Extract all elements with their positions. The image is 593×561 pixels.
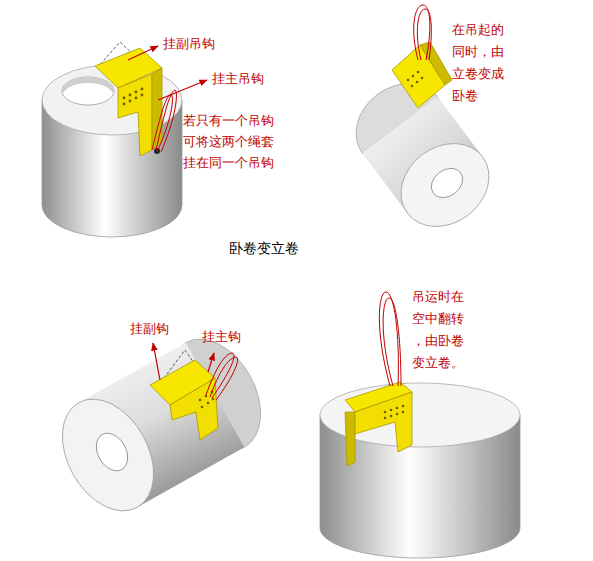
- callout-label: 挂副吊钩: [163, 33, 215, 55]
- note-text: 吊运时在 空中翻转 ，由卧卷 变立卷。: [412, 286, 469, 374]
- lifting-clamp: [392, 5, 452, 108]
- note-text: 若只有一个吊钩 可将这两个绳套 挂在同一个吊钩: [183, 110, 279, 173]
- lifting-clamp: [150, 343, 238, 440]
- callout-label: 挂主钩: [202, 326, 241, 348]
- callout-label: 挂副钩: [130, 318, 169, 340]
- lifting-clamp: [345, 292, 412, 466]
- lying-coil: [44, 323, 279, 527]
- upright-coil: [42, 65, 182, 237]
- note-text: 在吊起的 同时，由 立卷变成 卧卷: [452, 19, 509, 107]
- section-heading: 卧卷变立卷: [229, 237, 299, 259]
- upright-coil: [320, 383, 520, 558]
- callout-label: 挂主吊钩: [212, 68, 264, 90]
